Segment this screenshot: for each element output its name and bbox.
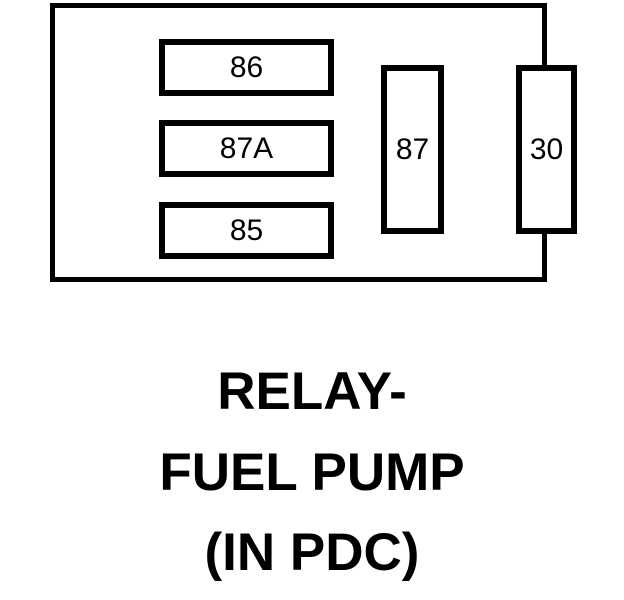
- terminal-slot-85: 85: [159, 202, 334, 259]
- terminal-label-85: 85: [229, 213, 264, 247]
- terminal-slot-86: 86: [159, 39, 334, 96]
- terminal-slot-30: 30: [516, 65, 577, 234]
- terminal-label-87: 87: [395, 132, 430, 166]
- terminal-label-87a: 87A: [219, 131, 274, 165]
- relay-body-outline: 86 87A 85 87 30: [50, 3, 577, 282]
- caption-line-2: FUEL PUMP: [159, 442, 465, 502]
- terminal-label-86: 86: [229, 50, 264, 84]
- caption-line-3: (IN PDC): [204, 523, 420, 583]
- terminal-slot-87a: 87A: [159, 120, 334, 177]
- diagram-caption: RELAY- FUEL PUMP (IN PDC): [0, 352, 624, 594]
- terminal-label-30: 30: [529, 132, 564, 166]
- terminal-slot-87: 87: [381, 65, 444, 234]
- caption-line-1: RELAY-: [217, 362, 407, 421]
